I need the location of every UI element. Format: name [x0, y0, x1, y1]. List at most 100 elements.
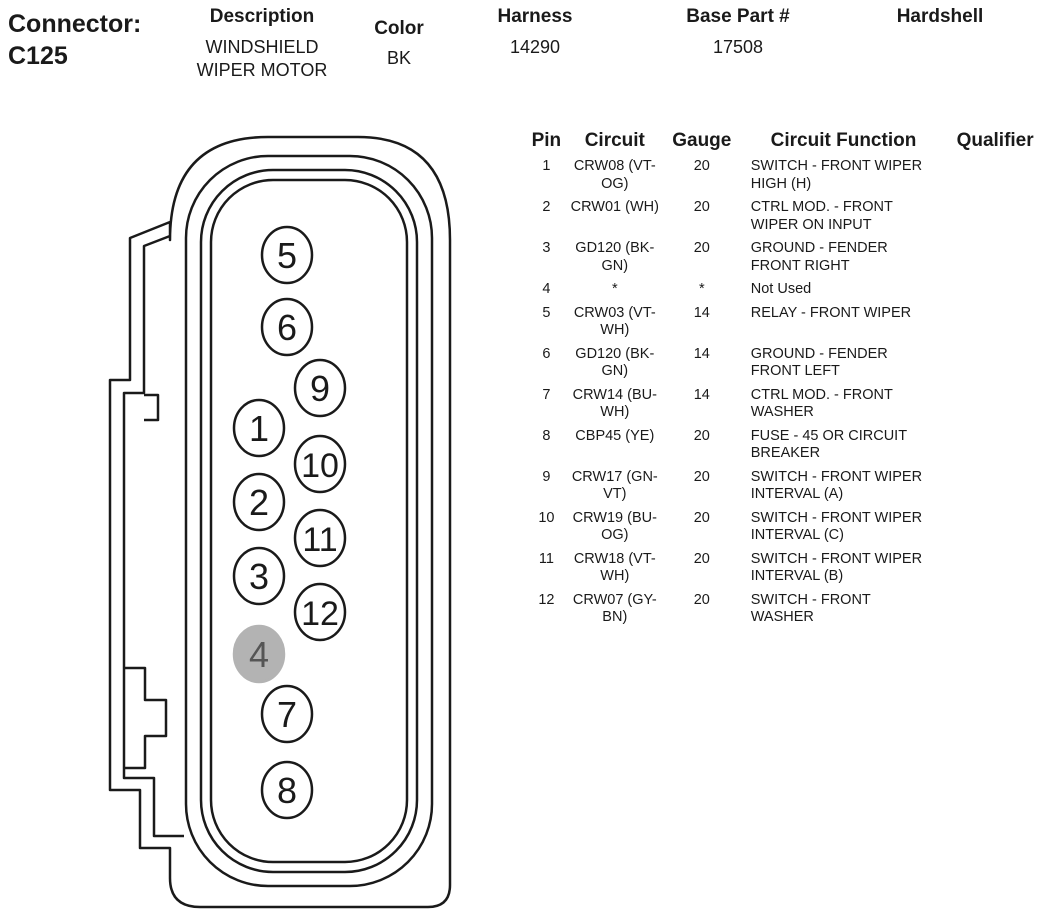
circuit-function-cell: RELAY - FRONT WIPER	[741, 305, 946, 346]
pin-cavity-label: 9	[310, 368, 330, 409]
circuit-line: CRW14 (BU-	[572, 386, 657, 403]
circuit-cell: CBP45 (YE)	[567, 428, 663, 469]
circuit-cell: CRW03 (VT-WH)	[567, 305, 663, 346]
qualifier-cell	[946, 158, 1044, 199]
pin-number-cell: 7	[542, 386, 551, 403]
circuit-function-line: FRONT LEFT	[750, 363, 840, 379]
circuit-line: CRW19 (BU-	[572, 509, 657, 526]
gauge-cell: 14	[693, 345, 710, 362]
gauge-cell: 20	[693, 240, 710, 256]
circuit-line: CRW08 (VT-	[573, 158, 656, 174]
circuit-line: CRW01 (WH)	[570, 199, 659, 215]
circuit-line: WH)	[600, 322, 630, 338]
pin-cavity-9: 9	[293, 358, 347, 418]
qualifier-cell	[946, 551, 1044, 592]
circuit-line: *	[611, 281, 618, 297]
pin-number-cell: 10	[538, 509, 555, 526]
circuit-function-cell: Not Used	[741, 281, 946, 305]
pin-cavity-circle	[260, 684, 314, 744]
gauge-cell: *	[698, 281, 705, 297]
column-header-gauge: Gauge	[672, 130, 732, 151]
circuit-function-line: INTERVAL (C)	[750, 527, 844, 543]
circuit-function-line: SWITCH - FRONT WIPER	[750, 468, 923, 485]
circuit-line: BN)	[602, 609, 628, 625]
base-part-label: Base Part #	[686, 6, 790, 27]
pin-number-cell: 5	[542, 304, 551, 321]
pin-cavity-5: 5	[260, 225, 314, 285]
pin-cavity-label: 5	[277, 235, 297, 276]
pin-cavity-circle	[293, 434, 347, 494]
circuit-line: VT)	[603, 486, 627, 502]
color-value: BK	[386, 48, 411, 68]
qualifier-cell	[946, 469, 1044, 510]
pin-number-cell: 4	[542, 281, 551, 297]
circuit-function-line: GROUND - FENDER	[750, 240, 888, 256]
gauge-cell: 20	[693, 509, 710, 526]
circuit-cell: CRW14 (BU-WH)	[567, 387, 663, 428]
description-line: WINDSHIELD	[205, 37, 319, 57]
connector-latch-tab	[144, 393, 160, 422]
pin-cavity-label: 11	[302, 521, 337, 559]
connector-shell-outline	[108, 135, 452, 909]
circuit-function-line: RELAY - FRONT WIPER	[750, 304, 912, 321]
circuit-line: OG)	[601, 175, 629, 192]
circuit-cell: CRW08 (VT-OG)	[567, 158, 663, 199]
gauge-cell: 14	[693, 304, 710, 321]
circuit-function-line: CTRL MOD. - FRONT	[750, 199, 893, 215]
pin-number-cell: 11	[538, 550, 554, 567]
column-header-qualifier: Qualifier	[956, 130, 1034, 151]
pin-cavity-label: 3	[249, 556, 269, 597]
pin-cavity-11: 11	[293, 508, 347, 568]
harness-label: Harness	[497, 6, 573, 27]
qualifier-cell	[946, 199, 1044, 240]
column-header-pin: Pin	[531, 130, 562, 151]
pin-cavity-circle	[232, 398, 286, 458]
table-row: 4 * * Not Used	[526, 281, 1044, 305]
qualifier-cell	[946, 428, 1044, 469]
pin-cavity-label: 7	[277, 694, 297, 735]
pin-cavity-circle	[293, 358, 347, 418]
circuit-function-line: WASHER	[750, 609, 814, 625]
pin-cavity-2: 2	[232, 472, 286, 532]
qualifier-cell	[946, 240, 1044, 281]
table-row: 5 CRW03 (VT-WH) 14 RELAY - FRONT WIPER	[526, 305, 1044, 346]
column-header-circuit-function: Circuit Function	[770, 130, 917, 151]
column-header-circuit: Circuit	[584, 130, 645, 151]
pin-cavity-1: 1	[232, 398, 286, 458]
circuit-function-line: INTERVAL (B)	[750, 568, 844, 584]
gauge-cell: 20	[693, 550, 710, 567]
circuit-function-line: Not Used	[750, 281, 812, 297]
circuit-line: CBP45 (YE)	[575, 427, 655, 444]
circuit-line: OG)	[601, 527, 629, 543]
circuit-line: CRW03 (VT-	[573, 304, 656, 321]
gauge-cell: 14	[693, 386, 710, 403]
circuit-function-line: SWITCH - FRONT WIPER	[750, 550, 923, 567]
pin-cavity-circle	[260, 297, 314, 357]
hardshell-label: Hardshell	[896, 6, 984, 27]
description-value: WINDSHIELD WIPER MOTOR	[170, 36, 354, 82]
circuit-function-line: SWITCH - FRONT WIPER	[750, 509, 923, 526]
pin-cavity-circle	[232, 472, 286, 532]
qualifier-cell	[946, 387, 1044, 428]
circuit-function-line: CTRL MOD. - FRONT	[750, 386, 893, 403]
pin-cavity-circle	[293, 582, 347, 642]
pin-cavity-label: 1	[249, 408, 269, 449]
color-label: Color	[374, 18, 424, 39]
circuit-function-line: INTERVAL (A)	[750, 486, 844, 502]
connector-ring-inner	[209, 178, 409, 864]
circuit-cell: CRW18 (VT-WH)	[567, 551, 663, 592]
pin-number-cell: 1	[542, 158, 551, 174]
pin-number-cell: 2	[542, 199, 551, 215]
pin-number-cell: 6	[542, 345, 551, 362]
